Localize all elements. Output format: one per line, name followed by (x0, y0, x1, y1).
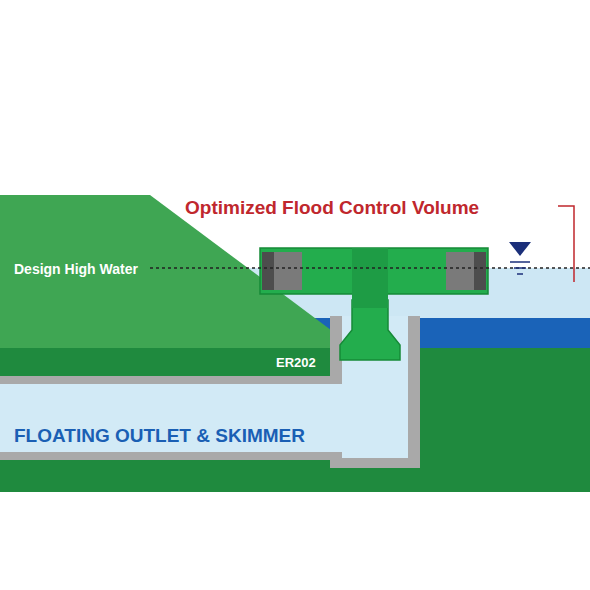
volume-label: Optimized Flood Control Volume (185, 198, 479, 219)
water-symbol-line (514, 267, 526, 269)
skimmer-stem (340, 300, 400, 360)
riser-opening (330, 384, 344, 452)
water-symbol-line (517, 273, 523, 275)
volume-bracket (558, 206, 574, 282)
float-cap-left (262, 252, 274, 290)
float-cap-right (474, 252, 486, 290)
float-right (446, 252, 486, 290)
water-symbol-line (510, 261, 530, 263)
pipe-inside (0, 384, 345, 452)
high-water-label: Design High Water (14, 262, 138, 277)
float-left (262, 252, 302, 290)
model-label: ER202 (276, 356, 316, 370)
outlet-label: FLOATING OUTLET & SKIMMER (14, 426, 305, 447)
high-water-line (150, 267, 590, 269)
water-symbol (509, 242, 531, 256)
ground (0, 340, 590, 492)
pipe-wall (0, 376, 345, 460)
skimmer-neck (352, 248, 388, 308)
